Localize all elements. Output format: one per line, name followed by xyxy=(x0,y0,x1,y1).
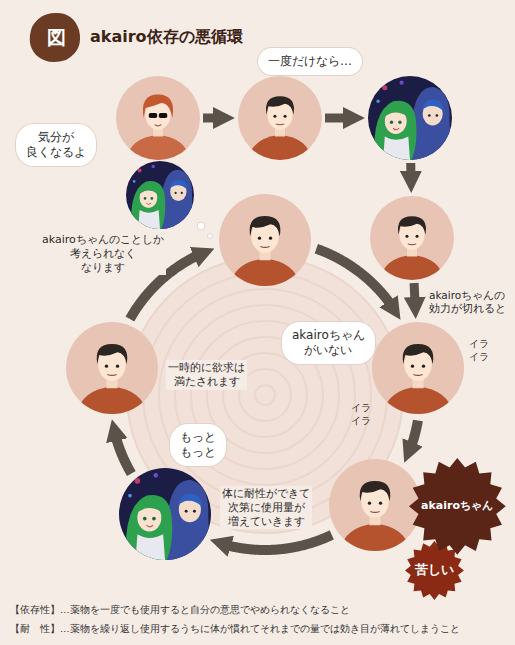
cycle-arrow xyxy=(316,249,389,302)
scene-circle: akairoちゃん がいないイラ イライラ イラ xyxy=(372,322,464,414)
burst-label: akairoちゃん xyxy=(421,499,493,513)
diagram-title: akairo依存の悪循環 xyxy=(90,27,243,47)
scene-circle: akairoちゃん苦しい xyxy=(329,459,421,551)
flow-arrow xyxy=(203,114,214,123)
cycle-arrow xyxy=(117,440,132,474)
step-note: akairoちゃんのことしか 考えられなく なります xyxy=(40,232,166,275)
man-figure xyxy=(380,216,444,280)
irritation-mark: イラ イラ xyxy=(351,402,371,427)
man-figure xyxy=(248,96,312,160)
scene-circle: 気分が 良くなるよ xyxy=(116,76,200,160)
cycle-arrow xyxy=(412,421,418,444)
footnote: 【耐 性】…薬物を繰り返し使用するうちに体が慣れてそれまでの量では効き目が薄れて… xyxy=(10,623,460,635)
figure-mark: 図 xyxy=(47,26,66,50)
irritation-mark: イラ イラ xyxy=(469,338,489,363)
flow-arrow xyxy=(406,163,415,172)
step-note: 体に耐性ができて 次第に使用量が 増えていきます xyxy=(220,486,312,529)
scene-circle: akairoちゃんのことしか 考えられなく なります xyxy=(219,194,311,286)
title-blob xyxy=(30,13,80,62)
scene-circle: 一時的に欲求は 満たされます xyxy=(66,322,158,414)
burst-label: 苦しい xyxy=(415,562,454,578)
speech-bubble: 気分が 良くなるよ xyxy=(16,124,96,166)
scene-circles xyxy=(66,76,464,560)
scene-circle xyxy=(368,76,452,160)
speech-bubble: もっと もっと xyxy=(170,424,226,466)
akairo-picture xyxy=(119,468,211,560)
step-note: akairoちゃんの 効力が切れると xyxy=(427,288,508,316)
man-figure xyxy=(383,344,453,414)
scene-circle: もっと もっと体に耐性ができて 次第に使用量が 増えていきます xyxy=(119,468,211,560)
thought-picture xyxy=(126,161,194,229)
man-figure xyxy=(340,481,410,551)
burst-shape xyxy=(409,458,506,555)
scene-circle: 一度だけなら… xyxy=(238,76,322,160)
dealer-figure xyxy=(126,94,190,160)
speech-bubble: 一度だけなら… xyxy=(258,48,362,75)
step-note: 一時的に欲求は 満たされます xyxy=(166,360,247,390)
thought-dot xyxy=(197,222,205,230)
flow-arrow xyxy=(410,283,420,298)
footnote: 【依存性】…薬物を一度でも使用すると自分の意思でやめられなくなること xyxy=(10,604,350,616)
man-figure xyxy=(230,216,300,286)
cycle-arrow xyxy=(230,535,332,550)
scene-circle: akairoちゃんの 効力が切れると xyxy=(370,196,454,280)
thought-dot xyxy=(208,234,213,239)
akairo-picture xyxy=(368,76,452,160)
speech-bubble: akairoちゃん がいない xyxy=(282,322,375,364)
man-figure xyxy=(77,344,147,414)
flow-arrow xyxy=(325,114,344,123)
